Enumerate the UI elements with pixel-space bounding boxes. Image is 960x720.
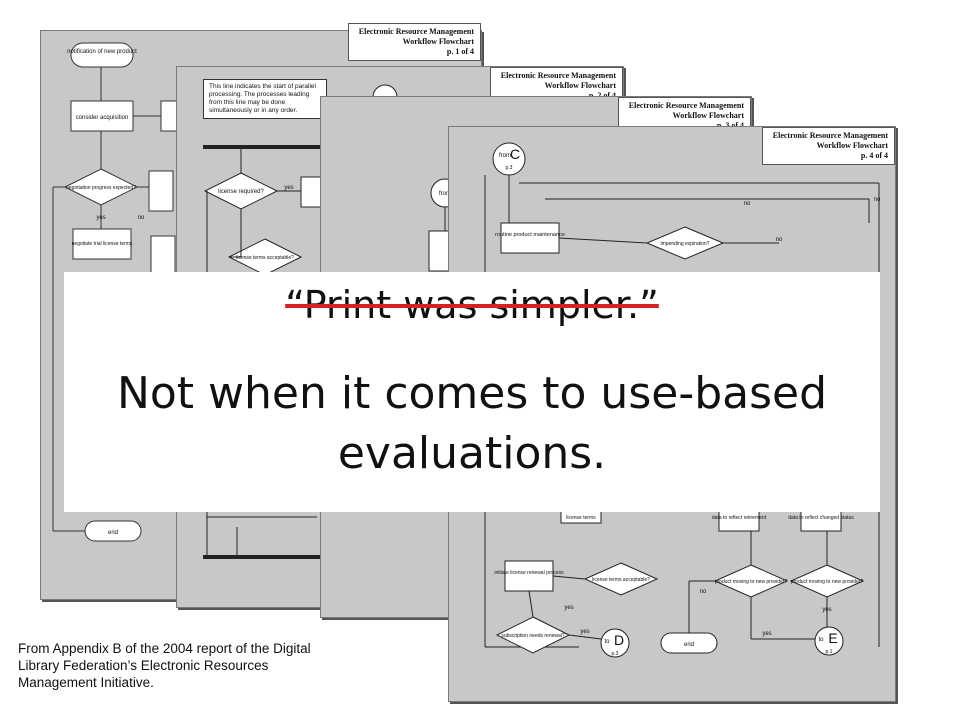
flowchart-2-title: Electronic Resource Management [500,71,616,80]
flowchart-2-diagram: license required? yes license terms acce… [203,84,398,559]
flowchart-1-node-5: negotiate trial license terms [72,241,133,247]
parallel-processing-callout: This line indicates the start of paralle… [203,79,327,119]
flowchart-4-node-24: yes [822,607,831,613]
flowchart-4-node-22: p.1 [826,649,833,655]
struck-quote: “Print was simpler.” [64,282,880,328]
flowchart-4-node-19: yes [762,631,771,637]
source-caption: From Appendix B of the 2004 report of th… [18,641,311,690]
flowchart-2-subtitle: Workflow Flowchart [544,81,616,90]
flowchart-2-node-0: license required? [218,189,264,195]
flowchart-2-node-1: yes [284,185,293,191]
flowchart-4-node-6: no [776,237,783,243]
flowchart-1-node-6: end [108,530,118,536]
flowchart-4-node-17: product moving to new provider? [715,579,788,585]
flowchart-4-node-14: D [614,632,624,648]
flowchart-3-subtitle: Workflow Flowchart [672,111,744,120]
flowchart-2-page: p. 2 of 4 [501,91,616,101]
flowchart-4-node-0: from [499,153,511,159]
flowchart-4-node-1: C [510,146,520,162]
flowchart-1-node-0: notification of new product [67,49,137,55]
flowchart-4-node-25: data to reflect retirement [712,515,767,521]
flowchart-4-subtitle: Workflow Flowchart [816,141,888,150]
flowchart-4-node-12: yes [580,629,589,635]
flowchart-4-node-4: impending expiration? [661,241,710,247]
flowchart-4-node-8: initiate license renewal process [494,570,564,576]
flowchart-1-node-4: no [138,215,145,221]
flowchart-4-node-5: no [744,201,751,207]
flowchart-3-page: p. 3 of 4 [629,121,744,131]
quote-overlay: “Print was simpler.” Not when it comes t… [64,272,880,512]
flowchart-1-title-block: Electronic Resource Management Workflow … [347,23,481,61]
flowchart-1-subtitle: Workflow Flowchart [402,37,474,46]
flowchart-1-node-2: negotiation progress expected? [66,185,136,191]
flowchart-4-page: p. 4 of 4 [860,151,888,160]
struck-quote-text: “Print was simpler.” [285,283,659,327]
flowchart-3-title: Electronic Resource Management [628,101,744,110]
flowchart-4-node-2: p.3 [506,165,513,171]
flowchart-4-title-block: Electronic Resource Management Workflow … [761,127,895,165]
flowchart-1-node-1: consider acquisition [76,115,129,121]
flowchart-4-diagram: from C p.3 routine product maintenance i… [484,142,881,658]
flowchart-4-node-20: to [818,637,824,643]
flowchart-4-node-10: yes [564,605,573,611]
flowchart-4-node-16: end [684,642,694,648]
flowchart-3-node-0: from [439,191,451,197]
flowchart-1-page: p. 1 of 4 [446,47,474,56]
flowchart-4-node-23: product moving to new provider? [791,579,864,585]
flowchart-4-node-3: routine product maintenance [495,232,565,238]
flowchart-4-node-27: license terms [566,515,596,521]
flowchart-4-node-18: no [700,589,707,595]
flowchart-1-node-3: yes [96,215,105,221]
flowchart-4-title: Electronic Resource Management [772,131,888,140]
flowchart-4-node-7: no [874,197,881,203]
flowchart-1-title: Electronic Resource Management [358,27,474,36]
flowchart-2-node-2: license terms acceptable? [236,255,294,261]
flowchart-4-node-11: subscription needs renewal? [501,633,565,639]
answer-text: Not when it comes to use-based evaluatio… [116,368,828,479]
flowchart-4-node-15: p.3 [612,651,619,657]
flowchart-4-node-13: to [604,639,610,645]
flowchart-4-node-21: E [828,630,837,646]
flowchart-4-node-26: data to reflect changed status [788,515,854,521]
flowchart-4-node-9: license terms acceptable? [592,577,650,583]
